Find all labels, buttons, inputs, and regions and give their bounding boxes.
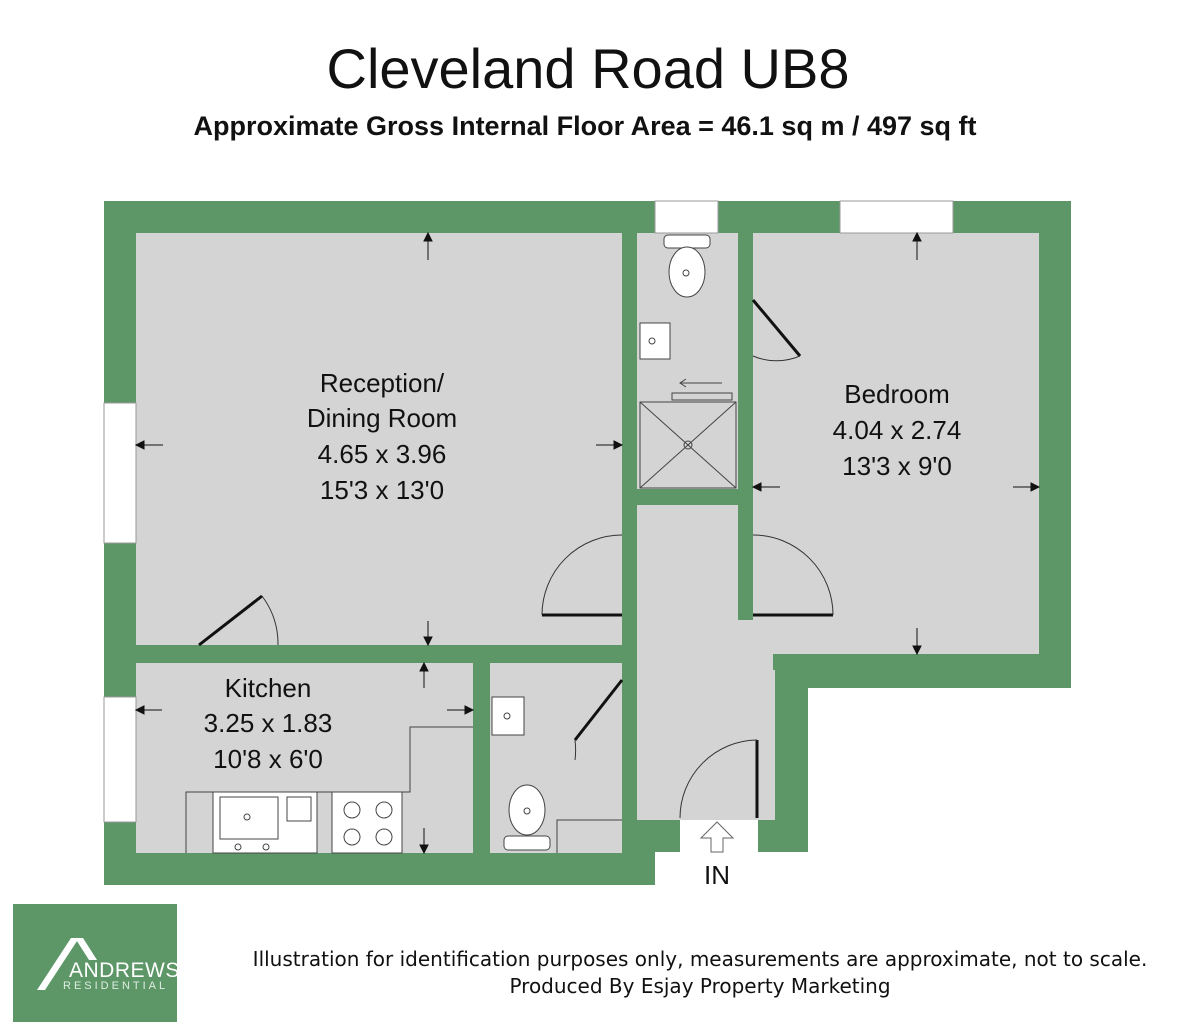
kitchen-name: Kitchen xyxy=(225,673,312,703)
floor-area-subtitle: Approximate Gross Internal Floor Area = … xyxy=(193,111,977,141)
ensuite-window xyxy=(654,200,719,234)
plan-title: Cleveland Road UB8 xyxy=(326,37,850,100)
bedroom-imperial: 13'3 x 9'0 xyxy=(842,451,952,481)
wc-door xyxy=(573,679,624,741)
room-floors xyxy=(136,233,1039,853)
disclaimer-line1: Illustration for identification purposes… xyxy=(252,947,1148,971)
entrance-arrow-icon xyxy=(699,821,735,853)
wc-floor xyxy=(490,663,622,853)
shower xyxy=(639,378,737,489)
bedroom-name: Bedroom xyxy=(844,379,950,409)
windows xyxy=(103,200,954,823)
bedroom-floor xyxy=(753,233,1039,654)
logo-mark-icon xyxy=(37,938,97,990)
logo-tagline: RESIDENTIAL xyxy=(63,980,169,992)
bedroom-metric: 4.04 x 2.74 xyxy=(833,415,962,445)
kitchen-window xyxy=(103,696,137,823)
reception-name-line2: Dining Room xyxy=(307,403,457,433)
dimension-arrows xyxy=(134,231,1041,855)
hallway-floor-lower xyxy=(637,620,773,820)
reception-metric: 4.65 x 3.96 xyxy=(318,439,447,469)
company-logo: ANDREWS RESIDENTIAL xyxy=(13,904,180,1022)
disclaimer: Illustration for identification purposes… xyxy=(200,946,1200,1000)
bedroom-ensuite-door xyxy=(751,299,802,357)
reception-label: Reception/ Dining Room 4.65 x 3.96 15'3 … xyxy=(307,368,457,505)
exterior-area xyxy=(808,688,1108,908)
entrance-label: IN xyxy=(704,860,730,890)
doors xyxy=(198,299,833,818)
door-arcs xyxy=(261,355,834,819)
wc-fixtures xyxy=(491,696,622,853)
kitchen-units xyxy=(185,726,473,854)
reception-name-line1: Reception/ xyxy=(320,368,445,398)
kitchen-imperial: 10'8 x 6'0 xyxy=(213,744,323,774)
reception-imperial: 15'3 x 13'0 xyxy=(320,475,444,505)
logo-name: ANDREWS xyxy=(69,959,180,982)
reception-floor xyxy=(136,233,622,645)
ensuite-fixtures xyxy=(639,234,711,360)
kitchen-label: Kitchen 3.25 x 1.83 10'8 x 6'0 xyxy=(204,673,333,774)
kitchen-metric: 3.25 x 1.83 xyxy=(204,708,333,738)
disclaimer-line2: Produced By Esjay Property Marketing xyxy=(509,974,891,998)
bedroom-window xyxy=(839,200,954,234)
reception-window xyxy=(103,402,137,544)
bedroom-label: Bedroom 4.04 x 2.74 13'3 x 9'0 xyxy=(833,379,962,481)
entrance-gap xyxy=(655,852,810,892)
kitchen-door xyxy=(198,594,263,647)
